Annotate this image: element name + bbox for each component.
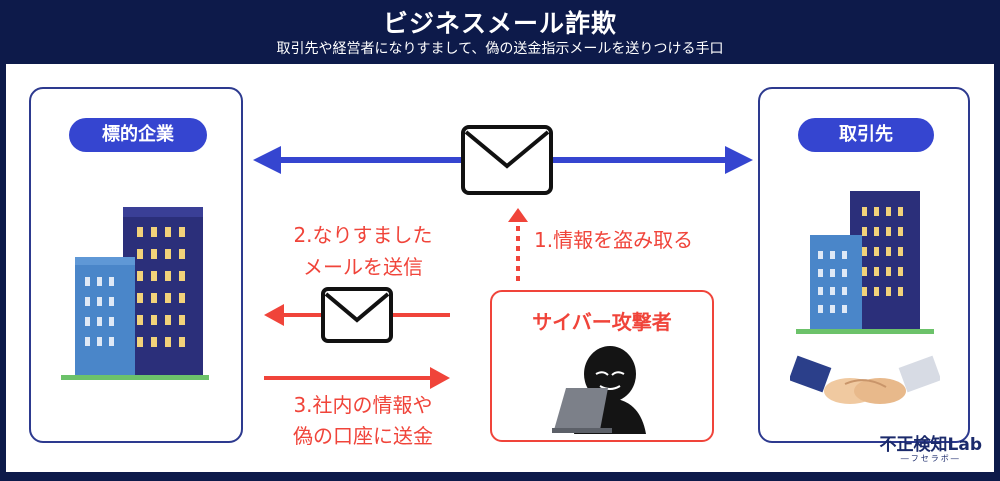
mail-icon <box>321 287 393 343</box>
step3-text-line1: 3.社内の情報や <box>293 393 433 417</box>
target-company-panel: 標的企業 <box>29 87 243 443</box>
steal-info-arrow <box>508 208 528 282</box>
step1-text: 1.情報を盗み取る <box>534 228 694 252</box>
step3-text-line2: 偽の口座に送金 <box>293 424 433 448</box>
step2-text-line2: メールを送信 <box>303 255 423 279</box>
office-building-icon <box>61 207 209 380</box>
handshake-icon <box>790 355 940 404</box>
business-partner-panel: 取引先 <box>758 87 970 443</box>
page-title: ビジネスメール詐欺 <box>382 9 617 38</box>
diagram-canvas: 標的企業 取引先 <box>6 64 994 472</box>
office-building-icon <box>796 191 934 334</box>
remittance-arrow <box>264 367 450 389</box>
logo-sub-text: ―フセラボ― <box>900 454 961 463</box>
step2-text-line1: 2.なりすました <box>293 223 433 247</box>
page-subtitle: 取引先や経営者になりすまして、偽の送金指示メールを送りつける手口 <box>276 41 724 57</box>
hacker-icon <box>552 346 646 434</box>
business-partner-label: 取引先 <box>798 118 934 152</box>
logo-main-text: 不正検知Lab <box>879 435 982 455</box>
brand-logo: 不正検知Lab ―フセラボ― <box>880 430 982 464</box>
mail-icon <box>461 125 553 195</box>
attacker-label: サイバー攻撃者 <box>532 310 672 334</box>
target-company-label: 標的企業 <box>69 118 207 152</box>
attacker-box: サイバー攻撃者 <box>490 290 714 442</box>
